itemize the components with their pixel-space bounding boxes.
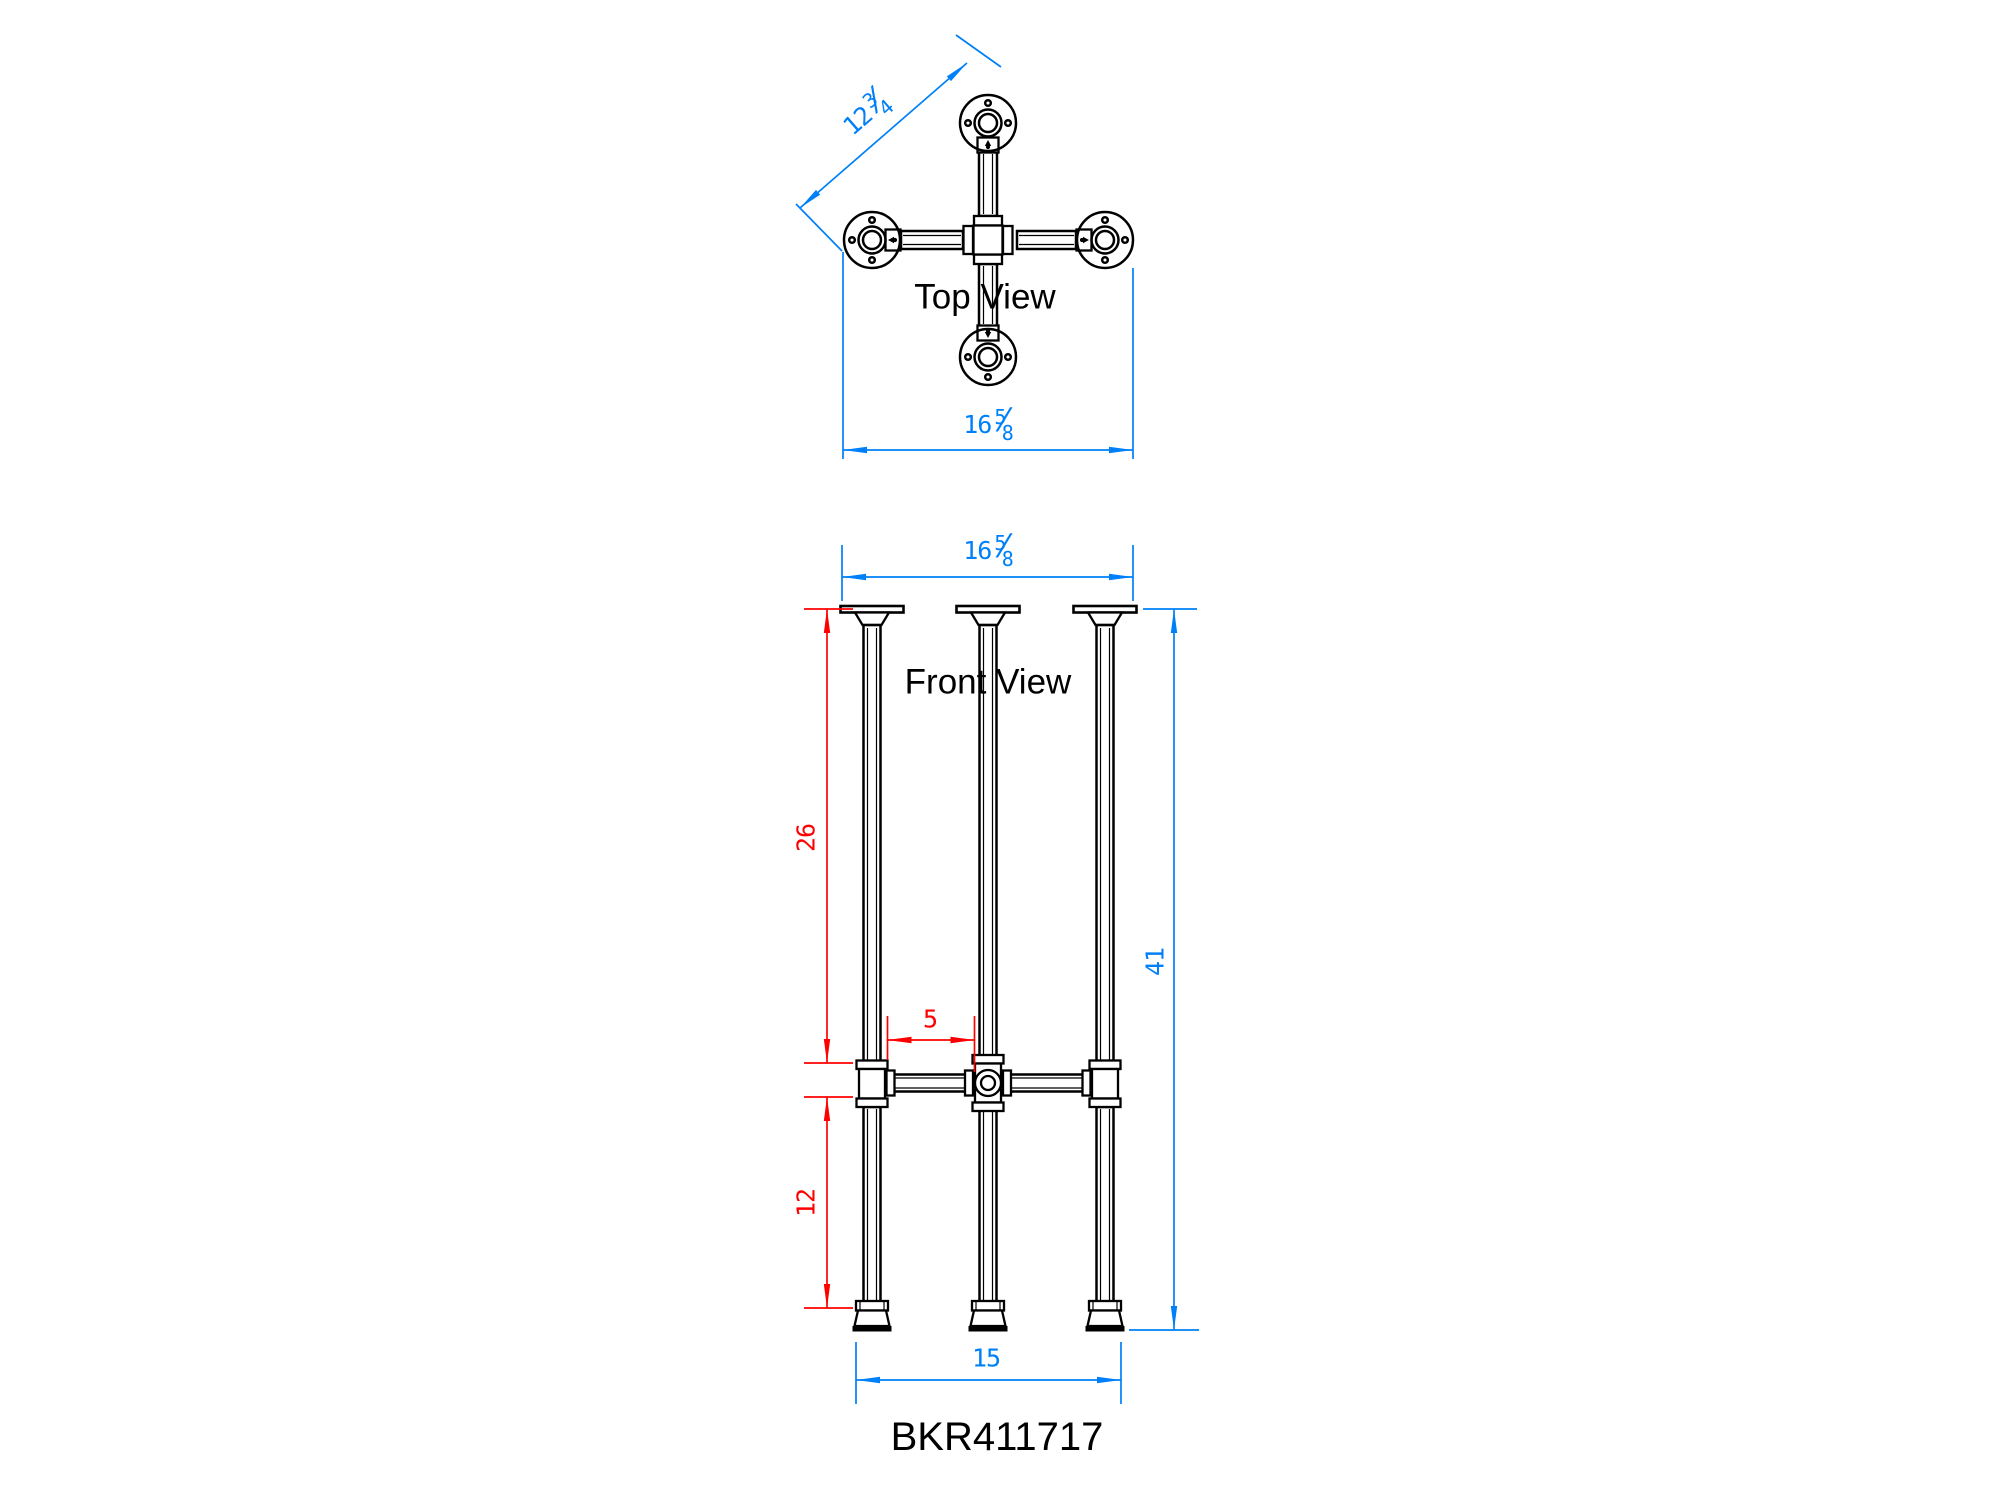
- overall-height-dimension-label: 41: [1140, 947, 1170, 977]
- dim-denominator: 8: [1001, 421, 1014, 445]
- cross-fitting-middle: [963, 1053, 1013, 1113]
- front-view-crossbar-pipe: [894, 1073, 1083, 1093]
- dim-whole: 16: [963, 536, 992, 565]
- front-view-red-dimension-lines: [804, 608, 976, 1309]
- dim-numerator: 5: [994, 531, 1006, 555]
- fraction-slash: ⁄: [1001, 527, 1006, 565]
- front-leg-right: [1072, 604, 1138, 1333]
- lower-leg-dimension-label: 12: [791, 1188, 821, 1218]
- upper-leg-dimension-label: 26: [791, 823, 821, 853]
- crossbar-offset-dimension-label: 5: [922, 1004, 938, 1034]
- top-view-drawing: [795, 34, 1135, 459]
- fraction-slash: ⁄: [1001, 401, 1006, 439]
- front-view-drawing: [804, 545, 1199, 1404]
- front-leg-left: [839, 604, 905, 1333]
- part-number: BKR411717: [890, 1415, 1104, 1459]
- front-view-title: Front View: [904, 662, 1072, 702]
- dim-numerator: 5: [994, 405, 1006, 429]
- tee-fitting-right: [1081, 1059, 1122, 1109]
- top-view-cross-fitting: [962, 214, 1014, 266]
- top-view-title: Top View: [914, 277, 1056, 317]
- front-view-blue-dimension-lines: [841, 545, 1199, 1404]
- dim-whole: 16: [963, 410, 992, 439]
- tee-fitting-left: [855, 1059, 896, 1109]
- front-leg-middle: [955, 604, 1021, 1333]
- dim-denominator: 8: [1001, 547, 1014, 571]
- top-view-dimension-lines: [795, 34, 1134, 459]
- foot-span-dimension-label: 15: [971, 1343, 1001, 1373]
